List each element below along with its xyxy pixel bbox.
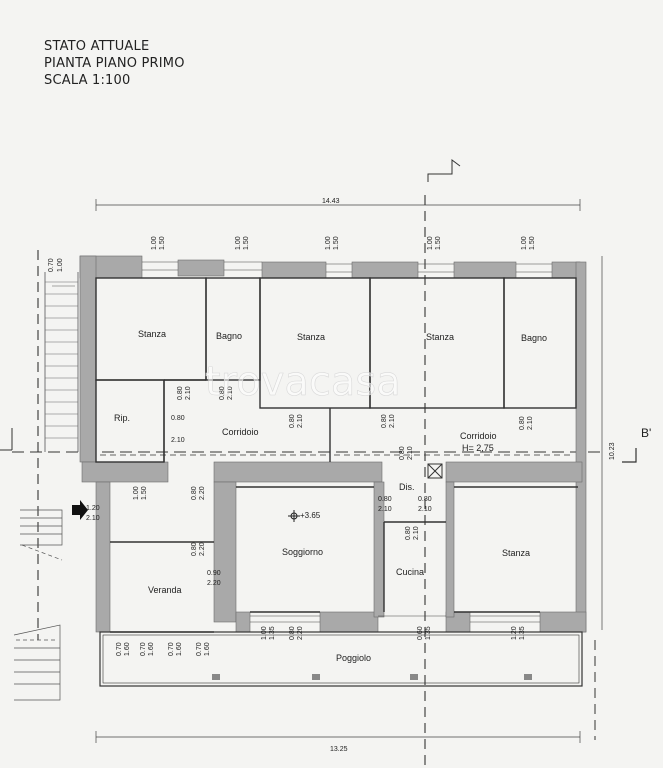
svg-text:0.70: 0.70 <box>168 642 175 656</box>
svg-text:1.50: 1.50 <box>435 236 442 250</box>
svg-text:2.10: 2.10 <box>418 506 432 513</box>
svg-text:1.20: 1.20 <box>86 505 100 512</box>
svg-text:2.10: 2.10 <box>297 414 304 428</box>
drawing-header: STATO ATTUALE PIANTA PIANO PRIMO SCALA 1… <box>44 38 185 89</box>
window-marks <box>142 261 552 623</box>
svg-text:2.10: 2.10 <box>185 386 192 400</box>
svg-text:2.10: 2.10 <box>413 526 420 540</box>
svg-text:0.80: 0.80 <box>405 526 412 540</box>
svg-text:2.20: 2.20 <box>199 542 206 556</box>
svg-text:2.20: 2.20 <box>297 626 304 640</box>
svg-text:0.70: 0.70 <box>116 642 123 656</box>
svg-text:0.80: 0.80 <box>191 542 198 556</box>
svg-text:1.50: 1.50 <box>333 236 340 250</box>
svg-text:0.80: 0.80 <box>171 415 185 422</box>
section-marker-top <box>427 159 461 182</box>
svg-text:1.50: 1.50 <box>529 236 536 250</box>
balcony-outline <box>99 631 583 687</box>
svg-text:1.00: 1.00 <box>235 236 242 250</box>
room-veranda: Veranda <box>148 585 182 595</box>
svg-text:1.00: 1.00 <box>521 236 528 250</box>
svg-text:1.20: 1.20 <box>511 626 518 640</box>
section-label: B' <box>641 426 651 440</box>
svg-text:2.20: 2.20 <box>199 486 206 500</box>
svg-text:2.10: 2.10 <box>86 515 100 522</box>
svg-text:0.80: 0.80 <box>289 626 296 640</box>
room-disimpegno: Dis. <box>399 482 415 492</box>
svg-text:1.35: 1.35 <box>425 626 432 640</box>
svg-text:2.10: 2.10 <box>389 414 396 428</box>
svg-text:1.00: 1.00 <box>151 236 158 250</box>
room-poggiolo: Poggiolo <box>336 653 371 663</box>
level-marker-icon <box>288 510 300 522</box>
room-stanza-4: Stanza <box>502 548 530 558</box>
dim-total-top: 14.43 <box>322 198 340 205</box>
svg-text:0.80: 0.80 <box>519 416 526 430</box>
svg-text:0.80: 0.80 <box>219 386 226 400</box>
svg-text:1.00: 1.00 <box>261 626 268 640</box>
room-corridoio-1: Corridoio <box>222 427 259 437</box>
svg-text:1.35: 1.35 <box>269 626 276 640</box>
exterior-stairs-bottom <box>13 509 63 701</box>
svg-text:1.00: 1.00 <box>427 236 434 250</box>
svg-text:1.00: 1.00 <box>57 258 64 272</box>
room-cucina: Cucina <box>396 567 424 577</box>
header-subtitle: PIANTA PIANO PRIMO <box>44 56 185 71</box>
svg-text:1.60: 1.60 <box>176 642 183 656</box>
svg-text:2.10: 2.10 <box>171 437 185 444</box>
level-label: +3.65 <box>300 511 321 520</box>
svg-text:2.10: 2.10 <box>527 416 534 430</box>
room-corridoio-2: Corridoio <box>460 431 497 441</box>
svg-text:1.00: 1.00 <box>325 236 332 250</box>
header-scale: SCALA 1:100 <box>44 73 131 88</box>
room-stanza-3: Stanza <box>426 332 454 342</box>
exterior-stairs-top <box>44 272 79 452</box>
svg-text:2.10: 2.10 <box>227 386 234 400</box>
entrance-arrow-icon <box>72 500 88 520</box>
svg-text:0.70: 0.70 <box>48 258 55 272</box>
svg-text:1.50: 1.50 <box>141 486 148 500</box>
svg-text:0.80: 0.80 <box>418 496 432 503</box>
svg-text:0.70: 0.70 <box>140 642 147 656</box>
dim-right: 10.23 <box>609 442 616 460</box>
vent-icon <box>427 463 443 479</box>
svg-text:1.60: 1.60 <box>124 642 131 656</box>
svg-text:0.80: 0.80 <box>378 496 392 503</box>
svg-text:0.90: 0.90 <box>207 570 221 577</box>
svg-text:0.80: 0.80 <box>381 414 388 428</box>
outer-walls <box>79 255 587 633</box>
svg-text:1.50: 1.50 <box>159 236 166 250</box>
room-bagno-2: Bagno <box>521 333 547 343</box>
svg-text:0.80: 0.80 <box>399 446 406 460</box>
room-soggiorno: Soggiorno <box>282 547 323 557</box>
room-corridoio-2-height: H= 2,75 <box>462 443 494 453</box>
room-ripostiglio: Rip. <box>114 413 130 423</box>
svg-text:2.10: 2.10 <box>378 506 392 513</box>
room-stanza-1: Stanza <box>138 329 166 339</box>
svg-text:0.80: 0.80 <box>289 414 296 428</box>
svg-text:2.10: 2.10 <box>407 446 414 460</box>
room-stanza-2: Stanza <box>297 332 325 342</box>
svg-text:0.70: 0.70 <box>196 642 203 656</box>
svg-text:2.20: 2.20 <box>207 580 221 587</box>
svg-text:1.35: 1.35 <box>519 626 526 640</box>
svg-text:1.60: 1.60 <box>148 642 155 656</box>
dim-total-bottom: 13.25 <box>330 746 348 753</box>
svg-text:1.60: 1.60 <box>204 642 211 656</box>
header-title: STATO ATTUALE <box>44 39 150 54</box>
svg-text:0.80: 0.80 <box>177 386 184 400</box>
room-bagno-1: Bagno <box>216 331 242 341</box>
svg-text:0.80: 0.80 <box>191 486 198 500</box>
svg-text:1.00: 1.00 <box>133 486 140 500</box>
svg-text:1.50: 1.50 <box>243 236 250 250</box>
svg-text:0.60: 0.60 <box>417 626 424 640</box>
watermark-logo: trovacasa <box>205 359 401 405</box>
